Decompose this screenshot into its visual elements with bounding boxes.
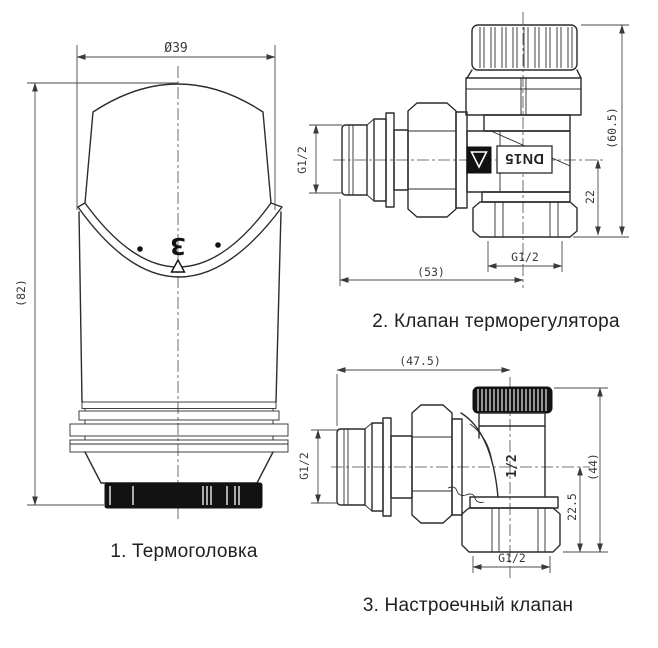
dial-dot: [215, 242, 221, 248]
cap-collar: [465, 77, 582, 116]
dim-head-height: (82): [14, 82, 178, 506]
setting-body-inner-arc: [469, 423, 493, 463]
crown-ribs: [479, 27, 573, 68]
thread-chamfer: [348, 118, 375, 202]
setting-union-nut: [411, 404, 453, 524]
dial-pointer-icon: [170, 258, 186, 273]
dim-v2-inlet-thread: G1/2: [295, 124, 342, 194]
setting-cap-knurl: [477, 389, 547, 411]
dim-head-diameter: Ø39: [76, 41, 276, 210]
dim-v3-outlet-offset: 22.5: [565, 466, 583, 553]
v3-inlet-thread-label: G1/2: [297, 452, 311, 480]
figure-setting-valve: 1/2 (47.5) G1/2 22.5 (44) G1/2 3. Настро…: [297, 354, 608, 616]
setting-body-marking-label: 1/2: [505, 454, 520, 477]
dial-mark-label: 3: [170, 232, 186, 258]
valve-cap-crown: [471, 24, 578, 71]
thread-coil-squiggle: [447, 486, 485, 503]
outlet-nut-facets: [494, 202, 559, 237]
setting-valve-centerlines: [331, 377, 590, 578]
setting-male-thread-end: [336, 428, 366, 506]
union-nut-facets: [408, 130, 456, 190]
head-diameter-label: Ø39: [164, 41, 187, 56]
thermohead-dome: [84, 83, 272, 204]
thermohead-knurled-base: [104, 482, 263, 509]
v3-outlet-offset-label: 22.5: [565, 493, 579, 521]
cap-transition: [466, 69, 582, 79]
thermohead-rib-rings: [69, 401, 289, 453]
thermohead-caption: 1. Термоголовка: [110, 541, 258, 562]
triangle-v-logo-icon: [470, 151, 488, 169]
dim-v2-overall-length: (53): [339, 199, 524, 286]
setting-union-nut-facets: [412, 436, 452, 492]
v3-overall-height-label: (44): [586, 453, 600, 481]
v3-overall-length-label: (47.5): [399, 354, 441, 368]
dim-v3-inlet-thread: G1/2: [297, 429, 337, 504]
male-thread-end: [341, 124, 368, 196]
cap-collar-seam: [466, 78, 581, 115]
tail-washer-1: [373, 118, 387, 202]
figure-thermo-valve: DN15 G1/2 (53) G1/2 22 (60.5) 2. Клапан …: [295, 12, 629, 332]
dim-v2-outlet-offset: 22: [573, 159, 629, 238]
head-height-label: (82): [14, 279, 28, 307]
valve-neck: [483, 114, 571, 132]
v2-overall-height-label: (60.5): [605, 107, 619, 149]
v2-outlet-thread-label: G1/2: [511, 250, 539, 264]
brand-logo-icon: [466, 146, 492, 174]
v2-inlet-thread-label: G1/2: [295, 146, 309, 174]
setting-cap: [472, 386, 553, 414]
setting-neck: [478, 412, 546, 427]
v2-outlet-offset-label: 22: [583, 190, 597, 204]
setting-valve-caption: 3. Настроечный клапан: [363, 595, 573, 616]
dim-v3-overall-length: (47.5): [336, 354, 511, 426]
v2-overall-length-label: (53): [417, 265, 445, 279]
dn15-plate: [496, 145, 553, 174]
dim-v2-outlet-thread: G1/2: [487, 241, 563, 272]
outlet-flange: [481, 191, 571, 203]
setting-outlet-nut: [461, 507, 561, 553]
dim-v3-overall-height: (44): [554, 387, 608, 553]
setting-outlet-nut-facets: [491, 508, 546, 552]
dn15-marking-label: DN15: [505, 150, 544, 166]
thermo-valve-caption: 2. Клапан терморегулятора: [372, 311, 620, 332]
dim-v2-overall-height: (60.5): [581, 24, 629, 236]
dim-v3-outlet-thread: G1/2: [472, 551, 551, 573]
thermohead-taper: [84, 451, 274, 484]
union-nut: [407, 102, 457, 218]
dial-dot: [137, 246, 143, 252]
setting-thread-chamfer: [343, 422, 373, 512]
figure-thermohead: 3 Ø39 (82) 1. Термоголовка: [14, 41, 289, 562]
outlet-nut: [472, 201, 578, 238]
v3-outlet-thread-label: G1/2: [498, 551, 526, 565]
knurl-marks: [109, 486, 240, 505]
thermohead-body-sides: [78, 211, 282, 403]
setting-tail-washer-1: [371, 422, 384, 512]
